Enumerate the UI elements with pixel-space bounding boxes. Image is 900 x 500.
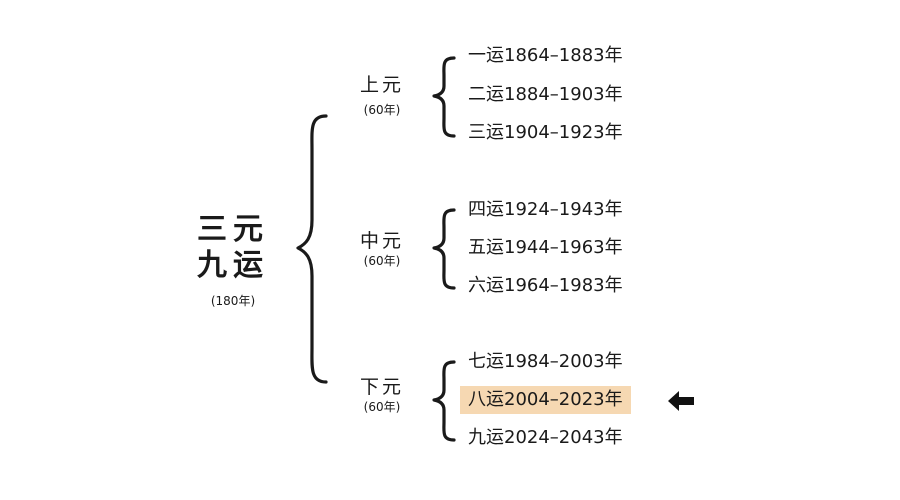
left-arrow-icon xyxy=(668,391,694,411)
period-name: 二运 xyxy=(468,84,504,105)
period-years: 1864–1883年 xyxy=(504,45,623,66)
period-item: 一运1864–1883年 xyxy=(460,42,631,70)
period-years: 2024–2043年 xyxy=(504,427,623,448)
group-title-upper: 上元 xyxy=(359,74,404,96)
period-item: 四运1924–1943年 xyxy=(460,196,631,224)
group-title-lower: 下元 xyxy=(359,376,404,398)
period-item: 二运1884–1903年 xyxy=(460,81,631,109)
period-name: 三运 xyxy=(468,122,504,143)
period-name: 六运 xyxy=(468,275,504,296)
group-span-middle: (60年) xyxy=(363,254,401,268)
group-span-upper: (60年) xyxy=(363,103,401,117)
period-name: 七运 xyxy=(468,351,504,372)
period-years: 1944–1963年 xyxy=(504,237,623,258)
period-item: 九运2024–2043年 xyxy=(460,424,631,452)
root-title-line2: 九运 xyxy=(197,248,269,283)
period-years: 1984–2003年 xyxy=(504,351,623,372)
period-years: 1904–1923年 xyxy=(504,122,623,143)
period-name: 八运 xyxy=(468,389,504,410)
group-span-lower: (60年) xyxy=(363,400,401,414)
group-title-middle: 中元 xyxy=(359,230,404,252)
period-name: 五运 xyxy=(468,237,504,258)
period-years: 2004–2023年 xyxy=(504,389,623,410)
root-span: (180年) xyxy=(210,294,256,308)
period-item: 五运1944–1963年 xyxy=(460,234,631,262)
period-item: 三运1904–1923年 xyxy=(460,119,631,147)
period-name: 四运 xyxy=(468,199,504,220)
period-item-highlighted: 八运2004–2023年 xyxy=(460,386,631,414)
period-years: 1964–1983年 xyxy=(504,275,623,296)
period-item: 六运1964–1983年 xyxy=(460,272,631,300)
period-years: 1924–1943年 xyxy=(504,199,623,220)
period-name: 九运 xyxy=(468,427,504,448)
period-years: 1884–1903年 xyxy=(504,84,623,105)
period-name: 一运 xyxy=(468,45,504,66)
period-item: 七运1984–2003年 xyxy=(460,348,631,376)
root-title-line1: 三元 xyxy=(197,212,269,247)
